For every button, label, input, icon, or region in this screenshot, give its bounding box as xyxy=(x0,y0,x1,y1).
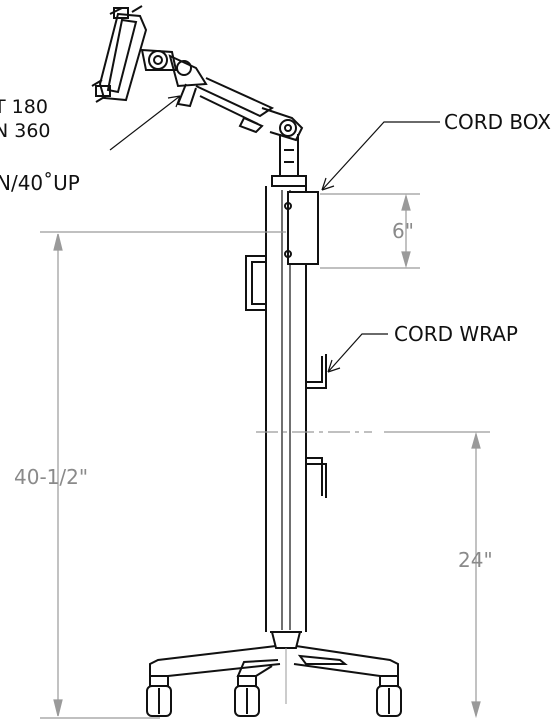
articulating-arm xyxy=(168,54,304,142)
tablet-holder xyxy=(91,5,148,103)
cord-wrap-height-label: 24" xyxy=(458,548,493,572)
overall-height-dimension xyxy=(40,231,286,719)
cord-box-height-label: 6" xyxy=(392,219,414,243)
overall-height-label: 40-1/2" xyxy=(14,465,88,489)
cord-box-dimension xyxy=(320,193,420,269)
cord-box-label: CORD BOX xyxy=(444,110,551,134)
handle xyxy=(245,255,266,311)
cord-box xyxy=(284,191,319,265)
cord-wrap-dimension xyxy=(256,431,490,719)
swivel-callout: N 360 xyxy=(0,120,51,142)
caster-right xyxy=(376,675,402,717)
cord-wrap-hooks xyxy=(306,354,327,498)
base xyxy=(149,631,399,704)
leader-lines xyxy=(109,95,440,373)
tilt-angle-callout: N/40˚UP xyxy=(0,171,80,195)
cord-wrap-label: CORD WRAP xyxy=(394,322,518,346)
caster-center xyxy=(234,675,260,717)
upper-post xyxy=(271,134,307,187)
partial-text-overlay: T 180 N 360 N/40˚UP xyxy=(0,96,80,195)
caster-left xyxy=(146,675,172,717)
tablet-mount-hub xyxy=(140,48,178,71)
tilt-callout: T 180 xyxy=(0,96,48,118)
